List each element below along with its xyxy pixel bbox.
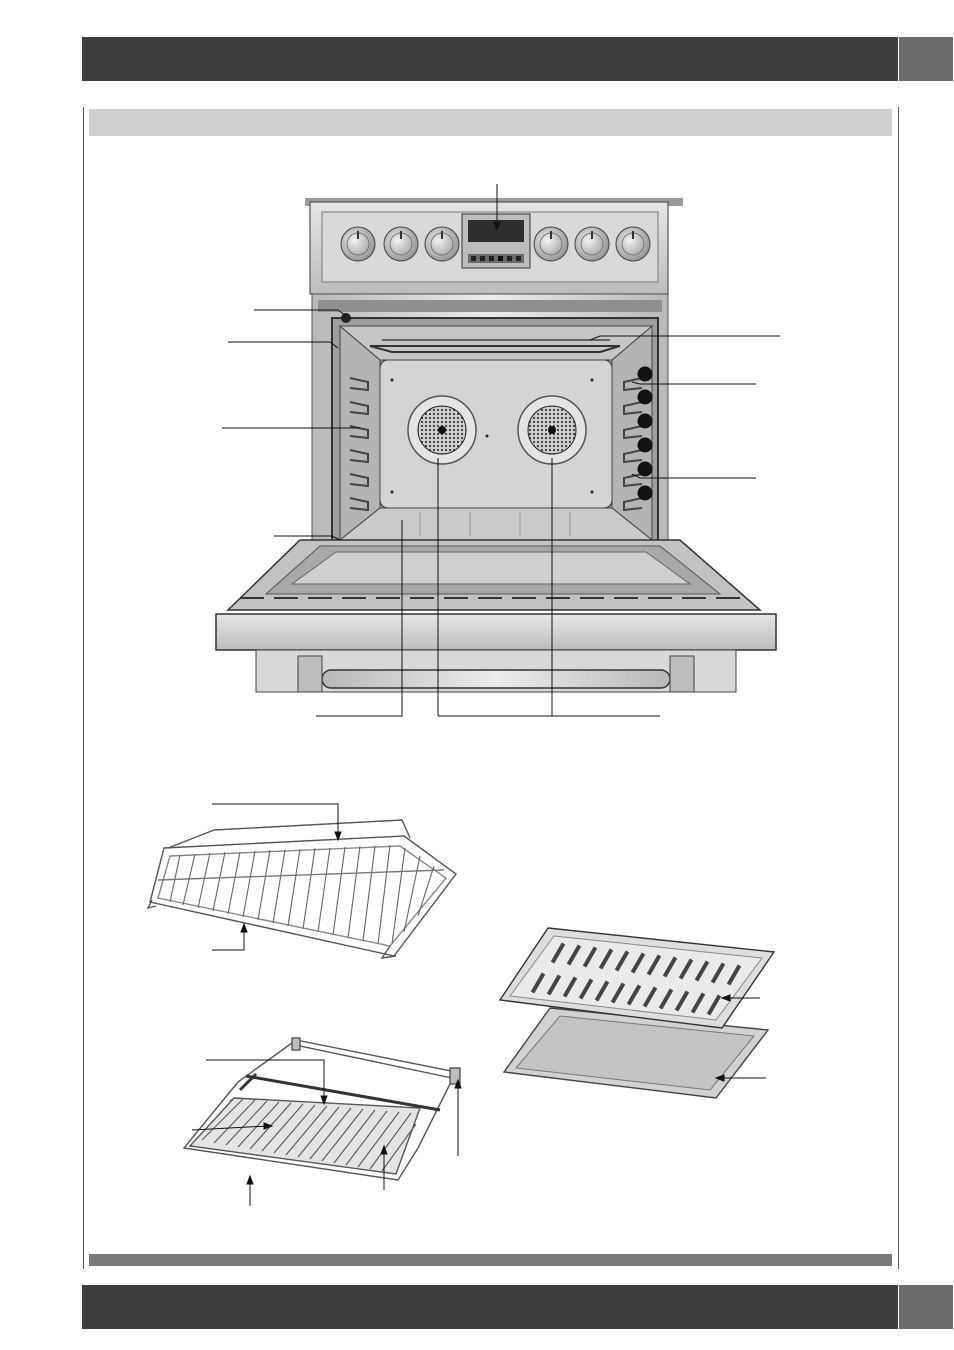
- broil-pan-illustration: [498, 927, 776, 1099]
- control-knob-2: [383, 226, 419, 262]
- convection-fan-left: [407, 395, 477, 465]
- oven-illustration: [215, 184, 780, 717]
- broil-pan: [502, 1007, 770, 1099]
- wire-rack-illustration: [146, 803, 457, 959]
- control-knob-3: [424, 226, 460, 262]
- section-footer-band: [89, 1254, 892, 1266]
- display-module: [461, 213, 531, 269]
- rack-position-markers: [637, 366, 653, 501]
- oven-light-icon: [341, 313, 351, 323]
- broil-pan-grid: [498, 927, 776, 1029]
- telescopic-rack-illustration: [182, 1037, 462, 1206]
- header-bar: [82, 37, 898, 81]
- section-heading-band: [89, 109, 892, 136]
- frame-right-rule: [898, 107, 899, 1269]
- oven-door: [215, 539, 777, 693]
- oven-callouts: [222, 184, 780, 717]
- control-knob-5: [574, 226, 610, 262]
- header-page-tab: [899, 37, 953, 81]
- control-knob-4: [533, 226, 569, 262]
- convection-fan-right: [517, 395, 587, 465]
- door-handle: [321, 669, 671, 689]
- control-panel: [305, 198, 683, 295]
- control-knob-1: [340, 226, 376, 262]
- control-knob-6: [615, 226, 651, 262]
- oven-body: [311, 293, 669, 545]
- frame-left-rule: [83, 107, 84, 1269]
- footer-bar: [82, 1285, 898, 1329]
- footer-page-tab: [899, 1285, 953, 1329]
